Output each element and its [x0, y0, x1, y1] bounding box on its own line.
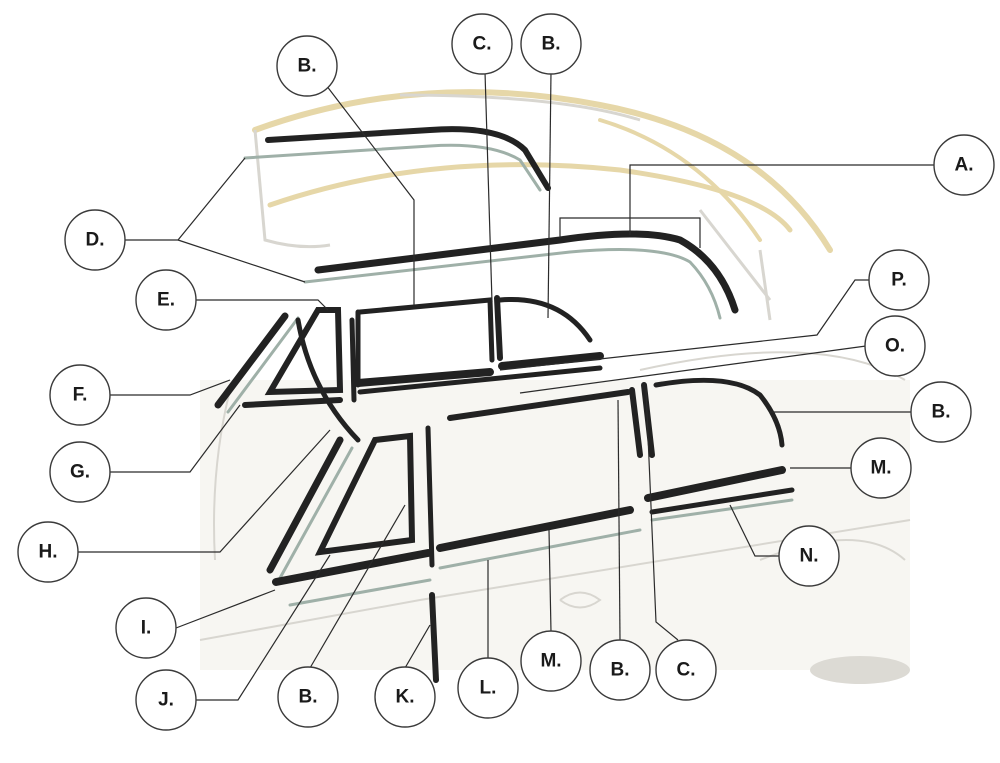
callout-label: F. [73, 385, 88, 406]
callout-label: H. [39, 542, 58, 563]
callout-label: G. [70, 462, 90, 483]
callout-label: B. [932, 402, 951, 423]
callout-l: L. [457, 657, 519, 719]
callout-label: I. [141, 618, 152, 639]
callout-label: E. [157, 290, 175, 311]
callout-label: B. [298, 56, 317, 77]
callout-f: F. [49, 364, 111, 426]
leader-m-bottom [548, 529, 552, 633]
callout-m-right: M. [850, 437, 912, 499]
callout-b-top-right: B. [520, 13, 582, 75]
leader-e [196, 299, 329, 311]
callout-label: N. [800, 546, 819, 567]
callout-p: P. [868, 249, 930, 311]
leader-k [404, 624, 431, 669]
callout-label: B. [611, 660, 630, 681]
callout-label: M. [870, 458, 891, 479]
convertible-top-frame [252, 89, 833, 321]
leader-f [110, 379, 231, 396]
callout-j: J. [135, 669, 197, 731]
callout-b-bottom-left: B. [277, 666, 339, 728]
callout-label: A. [955, 155, 974, 176]
callout-h: H. [17, 521, 79, 583]
callout-c-bottom: C. [655, 639, 717, 701]
callout-e: E. [135, 269, 197, 331]
callout-label: P. [891, 270, 907, 291]
callout-label: C. [677, 660, 696, 681]
leader-o [519, 345, 867, 394]
callout-label: M. [540, 651, 561, 672]
callout-label: D. [86, 230, 105, 251]
callout-m-bottom: M. [520, 630, 582, 692]
callout-c-top: C. [451, 13, 513, 75]
callout-b-bottom-right: B. [589, 639, 651, 701]
leader-b-bottom-left [309, 504, 406, 669]
callout-label: B. [542, 34, 561, 55]
weatherstrip-seals [214, 126, 795, 683]
callout-b-top-left: B. [276, 35, 338, 97]
callout-i: I. [115, 597, 177, 659]
callout-b-right: B. [910, 381, 972, 443]
leader-a2 [559, 217, 701, 248]
callout-label: B. [299, 687, 318, 708]
callout-n: N. [778, 525, 840, 587]
callout-label: J. [158, 690, 174, 711]
leader-b-bottom-right [617, 399, 621, 641]
callout-label: C. [473, 34, 492, 55]
callout-o: O. [864, 315, 926, 377]
leader-n [729, 504, 780, 557]
leader-c-bottom [645, 389, 679, 641]
callout-label: L. [480, 678, 497, 699]
leader-h [78, 429, 331, 553]
callout-label: O. [885, 336, 905, 357]
callout-d: D. [64, 209, 126, 271]
callout-k: K. [374, 666, 436, 728]
leader-d [124, 157, 246, 241]
leader-a [629, 164, 935, 235]
leader-b-top-right [547, 71, 552, 319]
leader-c-top [484, 71, 493, 303]
callout-g: G. [49, 441, 111, 503]
callout-label: K. [396, 687, 415, 708]
leader-p [499, 279, 870, 371]
callout-a: A. [933, 134, 995, 196]
leader-b-top-left [325, 84, 415, 305]
leader-g [110, 404, 241, 473]
leader-lines [78, 71, 935, 701]
leader-d2 [177, 239, 306, 283]
leader-j [196, 554, 331, 701]
leader-i [175, 589, 276, 629]
